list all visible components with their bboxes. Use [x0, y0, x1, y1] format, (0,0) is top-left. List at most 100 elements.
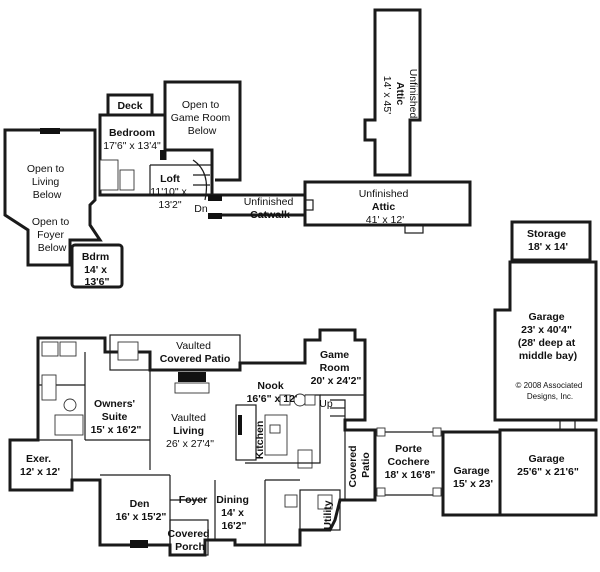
owners-suite-line: Suite: [102, 411, 128, 423]
garage-right-line: Garage: [528, 453, 564, 465]
foyer-label: Foyer: [179, 494, 208, 506]
garage-big-line: (28' deep at: [518, 337, 576, 349]
dn-label: Dn: [194, 203, 208, 215]
living-line: 26' x 27'4": [166, 438, 214, 450]
catwalk-line: Catwalk: [250, 209, 290, 221]
den-label: Den 16' x 15'2": [116, 498, 167, 523]
copyright-line: © 2008 Associated: [515, 381, 582, 390]
attic-lower-outline: [303, 180, 472, 227]
game-room-label: Game Room 20' x 24'2": [311, 349, 362, 387]
porte-cochere-outline: [375, 431, 444, 496]
attic-upper-label: Unfinished Attic 14' x 45': [381, 69, 419, 122]
storage-line: 18' x 14': [528, 241, 568, 253]
nook-line: 16'6" x 12': [247, 393, 298, 405]
porte-cochere-line: 18' x 16'8": [385, 469, 436, 481]
bdrm-line: 13'6": [85, 276, 110, 288]
covered-porch-line: Covered: [168, 528, 210, 540]
dining-line: 14' x: [221, 507, 244, 519]
porte-cochere-label: Porte Cochere 18' x 16'8": [385, 443, 436, 481]
attic-lower-line: 41' x 12': [366, 214, 404, 226]
storage-label: Storage 18' x 14': [527, 228, 569, 253]
garage-big-label: Garage 23' x 40'4" (28' deep at middle b…: [518, 311, 578, 362]
garage-big-line: middle bay): [519, 350, 577, 362]
living-label: Vaulted Living 26' x 27'4": [166, 412, 214, 450]
loft-name-line: Loft: [160, 173, 180, 185]
game-room-line: Game: [320, 349, 349, 361]
exer-line: Exer.: [26, 453, 51, 465]
game-room-line: Room: [320, 362, 350, 374]
covered-patio-outline: [109, 334, 241, 371]
owners-suite-line: 15' x 16'2": [91, 424, 142, 436]
porte-cochere-line: Cochere: [388, 456, 430, 468]
attic-lower-label: Unfinished Attic 41' x 12': [359, 188, 412, 226]
covered-patio-line: Vaulted: [176, 340, 211, 352]
bedroom-name-line: Bedroom: [109, 127, 155, 139]
nook-line: Nook: [257, 380, 283, 392]
kitchen-label: Kitchen: [254, 421, 266, 460]
open-foyer-line: Foyer: [37, 229, 64, 241]
up-label: Up: [319, 398, 333, 410]
garage-big-line: Garage: [528, 311, 564, 323]
porte-cochere-line: Porte: [395, 443, 422, 455]
upper-floor: [3, 8, 472, 289]
copyright-line: Designs, Inc.: [527, 392, 573, 401]
garage-big-line: 23' x 40'4": [521, 324, 572, 336]
attic-upper-line: 14' x 45': [381, 76, 393, 114]
main-floor: [8, 220, 598, 557]
bdrm-outline: [70, 243, 124, 289]
dn-line: Dn: [194, 203, 208, 215]
nook-label: Nook 16'6" x 12': [247, 380, 298, 405]
open-foyer-label: Open to Foyer Below: [32, 216, 72, 254]
catwalk-line: Unfinished: [244, 196, 294, 208]
den-line: Den: [130, 498, 150, 510]
bedroom-outline: [98, 113, 214, 197]
bedroom-dim: 17'6" x 13'4": [103, 140, 161, 152]
owners-suite-label: Owners' Suite 15' x 16'2": [91, 398, 142, 436]
storage-outline: [510, 220, 592, 262]
kitchen-line: Kitchen: [254, 421, 266, 460]
attic-lower-line: Unfinished: [359, 188, 409, 200]
garage-right-label: Garage 25'6" x 21'6": [517, 453, 579, 478]
foyer-line: Foyer: [179, 494, 208, 506]
game-room-line: 20' x 24'2": [311, 375, 362, 387]
deck-line: Deck: [117, 100, 142, 112]
copyright: © 2008 Associated Designs, Inc.: [515, 381, 584, 401]
utility-line: Utility: [322, 500, 334, 529]
open-living-line: Open to: [27, 163, 65, 175]
deck-label: Deck: [117, 100, 142, 112]
dining-line: 16'2": [222, 520, 247, 532]
open-game-room-line: Open to: [182, 99, 220, 111]
open-foyer-line: Open to: [32, 216, 70, 228]
exer-label: Exer. 12' x 12': [20, 453, 60, 478]
covered-patio-side-line: Patio: [360, 452, 372, 478]
owners-suite-line: Owners': [94, 398, 135, 410]
covered-porch-line: Porch: [175, 541, 205, 553]
utility-label: Utility: [322, 500, 334, 529]
open-game-room-line: Game Room: [171, 112, 231, 124]
covered-porch-label: Covered Porch: [168, 528, 213, 553]
bdrm-label: Bdrm 14' x 13'6": [82, 251, 112, 288]
loft-dim: 11'10" x 13'2": [150, 186, 189, 211]
garage-big-outline: [493, 260, 598, 422]
open-game-room-label: Open to Game Room Below: [171, 99, 233, 137]
dining-line: Dining: [216, 494, 249, 506]
bedroom-dim-line: 17'6" x 13'4": [103, 140, 161, 152]
open-living-line: Below: [33, 189, 62, 201]
covered-patio-label: Vaulted Covered Patio: [160, 340, 231, 365]
living-line: Living: [173, 425, 204, 437]
storage-line: Storage: [527, 228, 566, 240]
garage-small-line: 15' x 23': [453, 478, 493, 490]
open-game-room-outline: [163, 80, 242, 182]
loft-dim-line: 13'2": [158, 199, 182, 211]
loft-name: Loft: [160, 173, 180, 185]
bedroom-name: Bedroom: [109, 127, 155, 139]
bdrm-line: 14' x: [84, 264, 107, 276]
up-line: Up: [319, 398, 333, 410]
garage-small-line: Garage: [453, 465, 489, 477]
open-foyer-line: Below: [38, 242, 67, 254]
catwalk-label: Unfinished Catwalk: [244, 196, 297, 221]
attic-upper-line: Attic: [394, 82, 406, 105]
open-living-label: Open to Living Below: [27, 163, 67, 201]
bdrm-line: Bdrm: [82, 251, 109, 263]
